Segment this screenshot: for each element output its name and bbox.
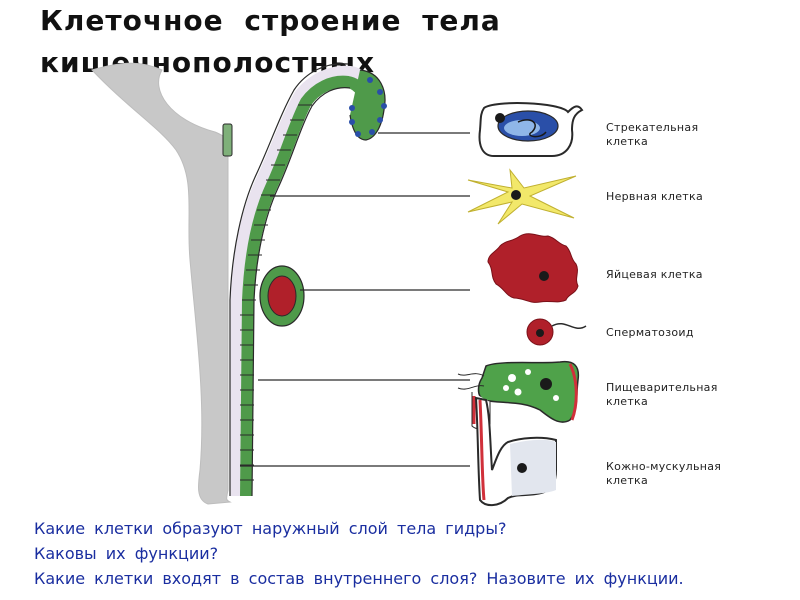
question-3: Какие клетки входят в состав внутреннего… <box>34 569 684 588</box>
label-line: клетка <box>606 135 649 148</box>
tentacle-tip <box>349 69 387 141</box>
nematocyst-dot <box>349 105 355 111</box>
label-line: Пищеварительная <box>606 381 718 394</box>
label-skin-muscle-cell: Кожно-мускульная клетка <box>606 460 721 488</box>
hydra-body-section <box>91 62 232 505</box>
sperm-cell <box>526 318 587 346</box>
label-sperm: Сперматозоид <box>606 326 694 340</box>
nematocyst-dot <box>355 131 361 137</box>
label-egg-cell: Яйцевая клетка <box>606 268 703 282</box>
label-stinging-cell: Стрекательная клетка <box>606 121 698 149</box>
slide-title: Клеточное строение тела кишечнополостных <box>40 0 600 84</box>
nerve-cell <box>467 168 577 225</box>
nematocyst-dot <box>369 129 375 135</box>
endoderm-layer <box>230 65 380 496</box>
label-line: Стрекательная <box>606 121 699 134</box>
ectoderm-layer <box>240 75 374 497</box>
questions-block: Какие клетки образуют наружный слой тела… <box>34 516 750 591</box>
question-1: Какие клетки образуют наружный слой тела… <box>34 519 507 538</box>
question-2: Каковы их функции? <box>34 544 219 563</box>
label-line: клетка <box>606 474 649 487</box>
body-wall-inner-outline <box>229 63 349 496</box>
body-wall-outline <box>251 87 351 497</box>
label-line: Сперматозоид <box>606 326 694 339</box>
egg-in-wall <box>267 275 297 317</box>
tentacle-base-fragment <box>222 123 233 157</box>
nematocyst-dot <box>377 89 383 95</box>
stinging-cell <box>478 102 584 157</box>
nematocyst-dot <box>367 77 373 83</box>
label-line: Нервная клетка <box>606 190 703 203</box>
body-wall <box>229 63 380 497</box>
label-nerve-cell: Нервная клетка <box>606 190 703 204</box>
title-line-1: Клеточное строение тела <box>40 4 501 37</box>
label-line: Кожно-мускульная <box>606 460 722 473</box>
cell-boundaries <box>240 104 312 481</box>
nematocyst-dot <box>349 119 355 125</box>
label-line: клетка <box>606 395 649 408</box>
nematocyst-dot <box>381 103 387 109</box>
leader-lines <box>240 132 470 467</box>
label-digestive-cell: Пищеварительная клетка <box>606 381 718 409</box>
egg-cell <box>487 233 579 303</box>
nematocyst-dot <box>377 117 383 123</box>
label-line: Яйцевая клетка <box>606 268 703 281</box>
skin-muscle-cell <box>474 396 557 506</box>
